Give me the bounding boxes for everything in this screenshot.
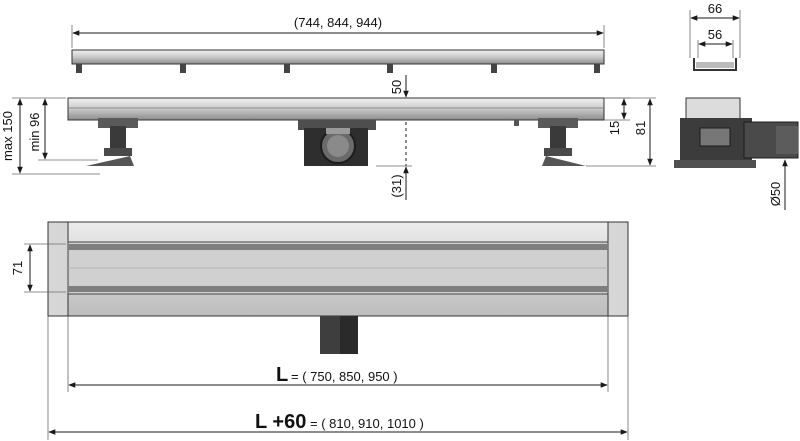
cross-section-view: 66 56 Ø50 [674,1,799,210]
L60-symbol: L +60 [255,411,306,433]
L-symbol: L [276,364,288,386]
dim-15-label: 15 [607,121,622,135]
outlet-50-label: Ø50 [768,182,783,207]
dim-50-label: 50 [389,80,404,94]
right-adjustable-foot [538,118,586,166]
top-length-label: (744, 844, 944) [294,15,382,30]
max-150-label: max 150 [0,111,15,161]
top-grate-view: (744, 844, 944) [71,15,605,73]
dim-31-label: (31) [389,174,404,197]
width-56-label: 56 [708,27,722,42]
dim-71-label: 71 [10,261,25,275]
dim-81-label: 81 [633,121,648,135]
siphon-body [298,120,376,166]
side-view: max 150 min 96 50 (31) 15 81 [0,75,656,200]
left-adjustable-foot [86,118,138,166]
plan-view: 71 L = ( 750, 850, 950 ) L +60 = ( 810, … [10,221,629,440]
L60-values: = ( 810, 910, 1010 ) [310,416,424,431]
min-96-label: min 96 [27,112,42,151]
width-66-label: 66 [708,1,722,16]
grate-pins [76,64,600,73]
L-values: = ( 750, 850, 950 ) [291,369,398,384]
